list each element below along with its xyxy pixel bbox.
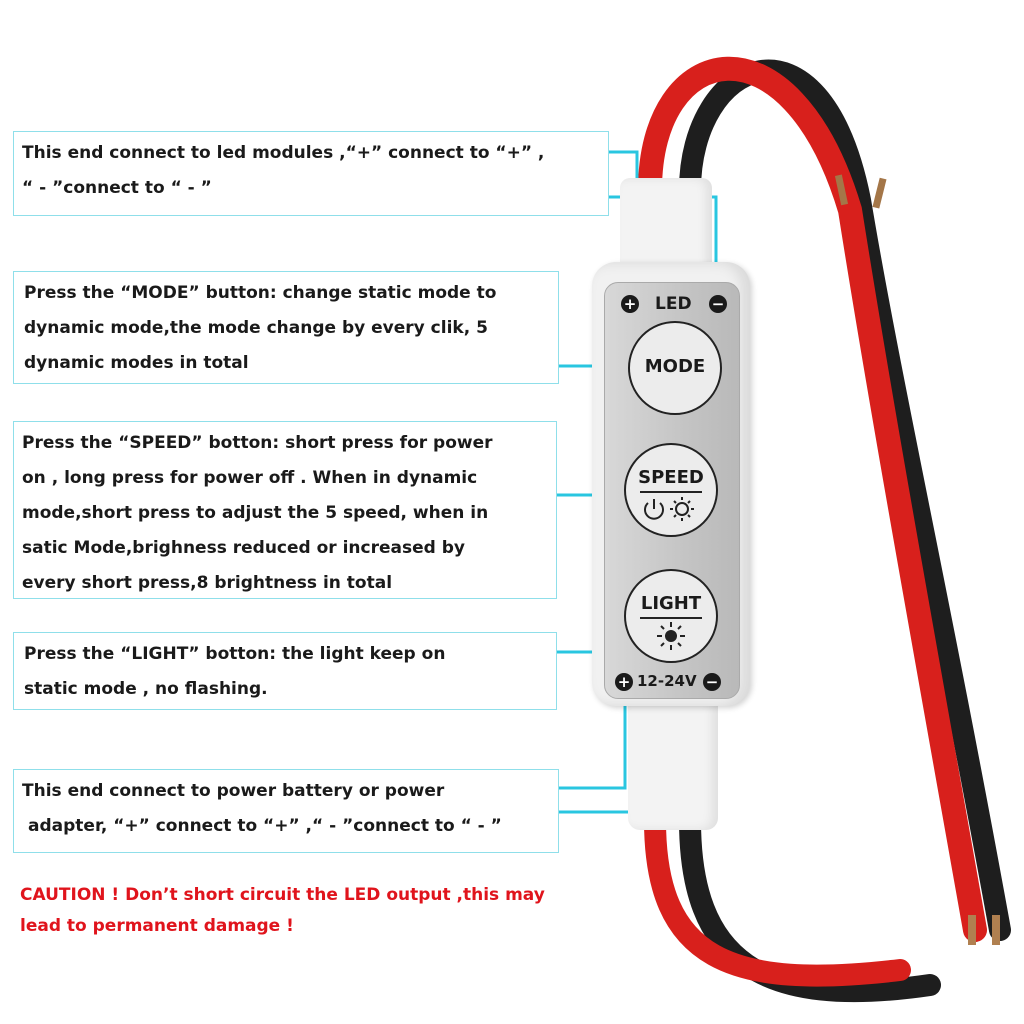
callout-text: satic Mode,brighness reduced or increase… [22, 538, 465, 558]
callout-text: “ - ”connect to “ - ” [22, 178, 212, 198]
callout-text: adapter, “+” connect to “+” ,“ - ”connec… [28, 816, 502, 836]
callout-speed-button: Press the “SPEED” botton: short press fo… [13, 421, 557, 599]
power-input-label: 12-24V [637, 672, 697, 690]
wire-tip-top-2 [872, 177, 887, 209]
caution-text: CAUTION ! Don’t short circuit the LED ou… [20, 885, 545, 905]
light-button-divider [640, 617, 702, 619]
controller-cable-sleeve-top [620, 178, 712, 274]
callout-light-button: Press the “LIGHT” botton: the light keep… [13, 632, 557, 710]
red-wire-loop [638, 56, 987, 942]
mode-button-label: MODE [644, 356, 706, 377]
callout-text: every short press,8 brightness in total [22, 573, 393, 593]
power-minus-icon: − [703, 673, 721, 691]
callout-text: dynamic modes in total [24, 353, 249, 373]
callout-text: static mode , no flashing. [24, 679, 268, 699]
light-button[interactable]: LIGHT [624, 569, 718, 663]
mode-button[interactable]: MODE [628, 321, 722, 415]
led-output-label: LED [655, 294, 692, 314]
light-button-label: LIGHT [640, 593, 702, 614]
caution-text: lead to permanent damage ! [20, 916, 294, 936]
bottom-red-lead [644, 809, 911, 987]
controller-cable-sleeve-bottom [628, 700, 718, 830]
power-plus-icon: + [615, 673, 633, 691]
led-minus-icon: − [709, 295, 727, 313]
wire-tip-red [968, 915, 976, 945]
speed-button-label: SPEED [638, 467, 704, 488]
callout-text: This end connect to power battery or pow… [22, 781, 445, 801]
sun-icon [657, 622, 685, 650]
wire-tip-black [992, 915, 1000, 945]
wire-tip-top-1 [834, 174, 849, 206]
callout-text: Press the “SPEED” botton: short press fo… [22, 433, 493, 453]
leader-power-plus [559, 697, 627, 790]
callout-power-input: This end connect to power battery or pow… [13, 769, 559, 853]
callout-text: mode,short press to adjust the 5 speed, … [22, 503, 489, 523]
caution-warning: CAUTION ! Don’t short circuit the LED ou… [20, 880, 640, 942]
callout-mode-button: Press the “MODE” button: change static m… [13, 271, 559, 384]
callout-text: dynamic mode,the mode change by every cl… [24, 318, 488, 338]
controller-label-panel: + LED − MODE SPEED LIGHT [604, 282, 740, 699]
callout-text: Press the “LIGHT” botton: the light keep… [24, 644, 446, 664]
callout-text: This end connect to led modules ,“+” con… [22, 143, 545, 163]
power-brightness-icon [644, 497, 694, 521]
speed-button-divider [640, 491, 702, 493]
callout-text: on , long press for power off . When in … [22, 468, 478, 488]
led-plus-icon: + [621, 295, 639, 313]
callout-led-output: This end connect to led modules ,“+” con… [13, 131, 609, 216]
speed-button[interactable]: SPEED [624, 443, 718, 537]
callout-text: Press the “MODE” button: change static m… [24, 283, 497, 303]
